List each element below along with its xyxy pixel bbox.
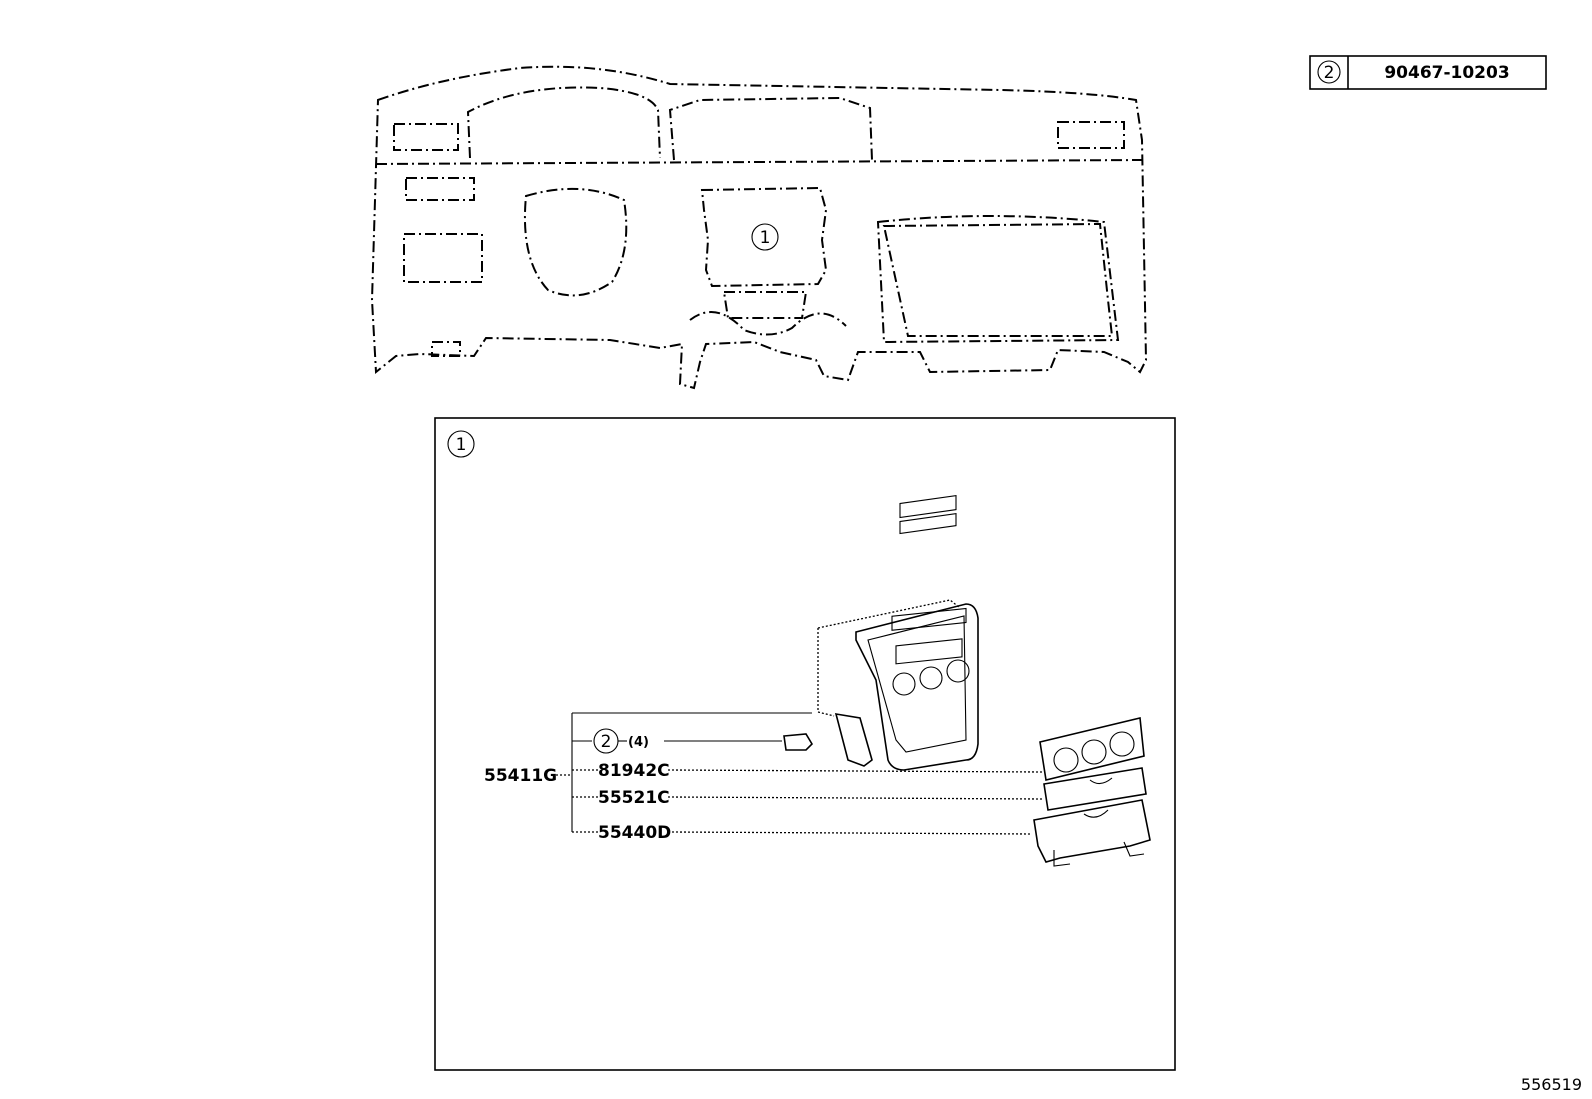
left-vent-upper: [405, 177, 475, 201]
detail-box: 1 55411G 2 (4) 81942C 55521C 55440D: [434, 417, 1176, 1071]
console-box: [1033, 799, 1151, 867]
ash-tray-outline: [1043, 767, 1147, 811]
radio-slot-1: [899, 495, 957, 519]
part-55521c-leader: [667, 796, 1043, 800]
legend-table: 2 90467-10203: [1309, 55, 1547, 90]
cluster-panel-drawing: [783, 495, 979, 771]
mounting-outline: [817, 599, 961, 717]
ash-tray-housing: [1043, 767, 1147, 811]
panel-pocket: [895, 638, 963, 665]
legend-part-number: 90467-10203: [1384, 63, 1509, 83]
dashboard-top-line: [375, 159, 1143, 165]
detail-callout-circle: [447, 430, 475, 458]
glove-box-outer: [876, 215, 1120, 344]
heater-knob-2: [1081, 739, 1107, 765]
console-box-legs: [1053, 841, 1145, 867]
legend-ref-circle: [1317, 60, 1341, 84]
center-display: [668, 96, 873, 161]
panel-frame: [855, 603, 979, 771]
part-55521c-label: 55521C: [598, 788, 670, 808]
overview-callout-circle: [751, 223, 779, 251]
panel-inner: [867, 615, 967, 753]
legend-table-border: [1309, 55, 1547, 90]
panel-slot-lower: [891, 607, 967, 631]
knob-2: [919, 666, 943, 690]
console-box-outline: [1033, 799, 1151, 863]
console-lower-arch: [689, 311, 847, 336]
heater-knob-1: [1053, 747, 1079, 773]
clip-screw: [783, 733, 814, 751]
panel-side-bracket: [834, 713, 873, 767]
ref2-quantity: (4): [628, 735, 649, 750]
overview-callout-number: 1: [760, 228, 771, 248]
detail-callout-number: 1: [456, 435, 467, 455]
center-panel-location: [700, 186, 828, 288]
heater-panel-outline: [1039, 717, 1145, 781]
glove-box: [882, 222, 1114, 337]
left-vent-lower: [403, 233, 483, 283]
part-55440d-label: 55440D: [598, 823, 671, 843]
dashboard-outline: [370, 65, 1148, 390]
left-top-vent: [393, 123, 459, 151]
part-81942c-label: 81942C: [598, 761, 670, 781]
heater-control-panel: [1039, 717, 1145, 781]
detail-box-border: [434, 417, 1176, 1071]
heater-knob-3: [1109, 731, 1135, 757]
assembly-part-number: 55411G: [484, 766, 557, 786]
ash-tray-notch: [1089, 777, 1113, 785]
part-55440d-leader: [671, 831, 1033, 835]
meter-hood: [466, 86, 661, 159]
legend-ref-number: 2: [1324, 63, 1335, 83]
dashboard-overview: 1: [370, 65, 1148, 390]
right-top-vent: [1057, 121, 1125, 149]
diagram-id: 556519: [1521, 1075, 1582, 1094]
knob-3: [946, 659, 970, 683]
console-opening: [722, 291, 808, 319]
ref2-number: 2: [601, 732, 612, 752]
console-box-notch: [1083, 809, 1109, 818]
steering-cutout: [523, 187, 628, 297]
part-81942c-leader: [667, 769, 1043, 773]
knob-1: [892, 672, 916, 696]
radio-slot-2: [899, 513, 957, 535]
